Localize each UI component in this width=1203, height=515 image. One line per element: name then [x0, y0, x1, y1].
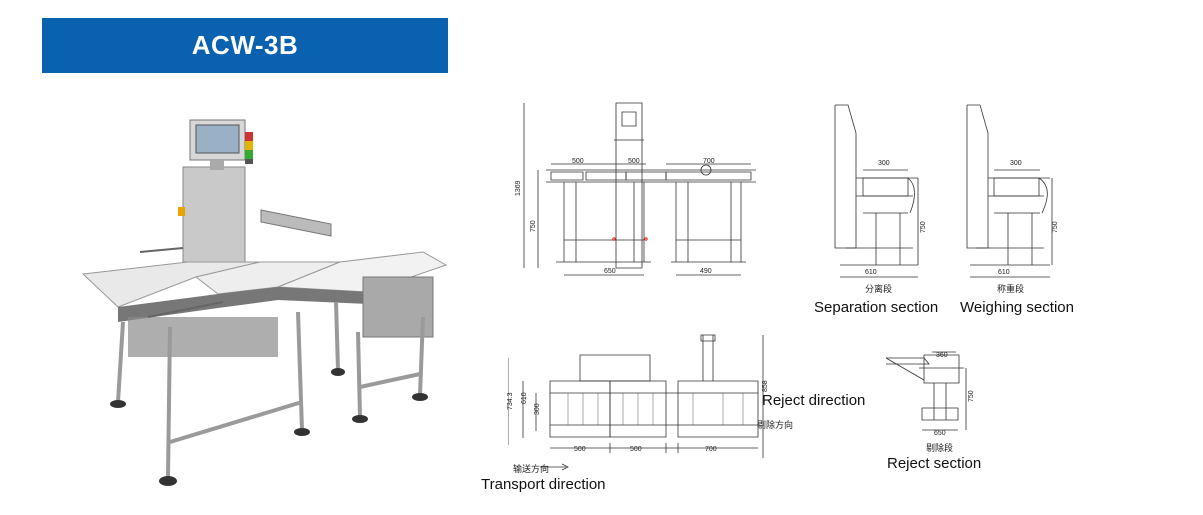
checkweigher-photo: [81, 112, 448, 486]
dim-top-depth-b: 300: [534, 403, 541, 415]
dim-sep-width-top: 300: [878, 160, 890, 167]
dim-reject-top: 360: [936, 352, 948, 359]
reject-direction-cn-label: 剔除方向: [757, 421, 794, 431]
weighing-cn-label: 称重段: [997, 285, 1025, 295]
dim-top-height-right: 858: [762, 380, 769, 392]
dim-sep-base: 610: [865, 269, 877, 276]
model-title: ACW-3B: [191, 30, 299, 60]
transport-direction-cn-label: 输送方向: [513, 465, 550, 475]
dim-weigh-width-top: 300: [1010, 160, 1022, 167]
reject-section-drawing: [884, 350, 979, 450]
dim-weigh-height: 750: [1052, 221, 1059, 233]
weighing-side-view: [962, 103, 1062, 283]
dim-top-width-mid: 500: [630, 446, 642, 453]
model-title-banner: ACW-3B: [42, 18, 448, 73]
dim-top-depth-total: 734.3: [507, 392, 514, 410]
dim-front-width-right: 700: [703, 158, 715, 165]
dim-weigh-base: 610: [998, 269, 1010, 276]
dim-front-base-left: 650: [604, 268, 616, 275]
dim-top-width-right: 700: [705, 446, 717, 453]
transport-direction-label: Transport direction: [481, 476, 606, 493]
reject-direction-label: Reject direction: [762, 392, 866, 409]
dim-front-width-mid: 500: [628, 158, 640, 165]
separation-cn-label: 分离段: [865, 285, 893, 295]
reject-section-label: Reject section: [887, 455, 982, 472]
transport-arrow: [540, 462, 570, 472]
dim-top-depth-a: 610: [521, 392, 528, 404]
separation-section-label: Separation section: [814, 299, 939, 316]
dim-front-width-left: 500: [572, 158, 584, 165]
dim-sep-height: 750: [920, 221, 927, 233]
weighing-section-label: Weighing section: [960, 299, 1074, 316]
separation-side-view: [828, 103, 928, 283]
reject-section-cn-label: 剔除段: [926, 444, 954, 454]
dim-top-width-left: 500: [574, 446, 586, 453]
dim-front-base-right: 490: [700, 268, 712, 275]
dim-front-height-total: 1369: [515, 180, 522, 196]
dim-reject-height: 750: [968, 390, 975, 402]
dim-front-height-conveyor: 750: [530, 220, 537, 232]
dim-reject-base: 650: [934, 430, 946, 437]
top-view-drawing: [508, 333, 778, 463]
front-view-drawing: [516, 100, 756, 280]
